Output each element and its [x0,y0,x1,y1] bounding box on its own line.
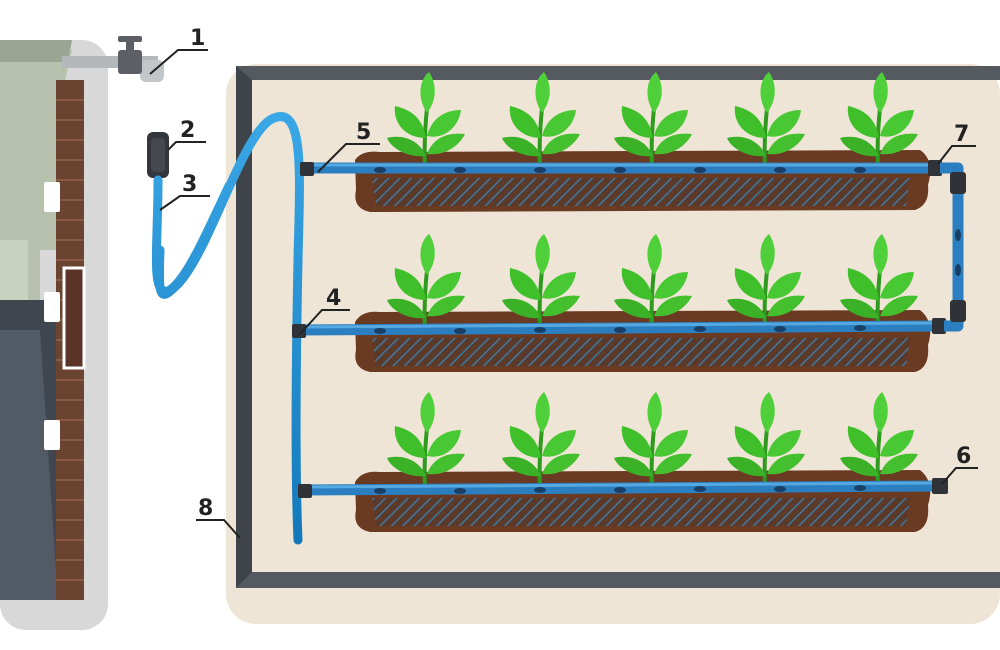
drip-holes-2 [374,325,866,334]
bypass-hose [940,162,966,332]
garden-bed-2 [292,232,946,372]
drip-tape-2-highlight [297,321,939,329]
connector-main-3 [298,484,312,498]
house-window [0,240,28,300]
house-roof-edge [0,40,72,62]
label-6: 6 [956,444,971,469]
label-7: 7 [954,122,969,147]
label-1: 1 [190,26,205,51]
filter-icon [147,132,169,178]
door [62,266,86,370]
label-3: 3 [182,172,197,197]
label-8: 8 [198,496,213,521]
elbow-top [950,172,966,194]
leader-lines [149,49,978,539]
connector-7b [932,318,946,334]
faucet-icon [118,36,142,74]
drip-holes-1 [374,167,866,173]
drip-tape-3-highlight [303,481,939,489]
house [0,40,108,630]
label-2: 2 [180,118,195,143]
main-hose-front [154,112,304,545]
connector-4 [292,324,306,338]
house-wall [0,50,72,300]
frame-side [236,66,252,588]
wet-zone-3 [372,498,910,526]
bypass-hose-tube [940,162,964,332]
connector-5 [300,162,314,176]
label-5: 5 [356,120,371,145]
wet-zone-1 [372,178,910,206]
wet-zone-2 [372,338,910,366]
elbow-bottom [950,300,966,322]
label-4: 4 [326,286,341,311]
drip-holes-3 [374,485,866,494]
house-foundation-shade [0,330,58,600]
vents [44,182,60,450]
garden-bed-1 [300,70,942,212]
brick-lines [56,99,84,581]
